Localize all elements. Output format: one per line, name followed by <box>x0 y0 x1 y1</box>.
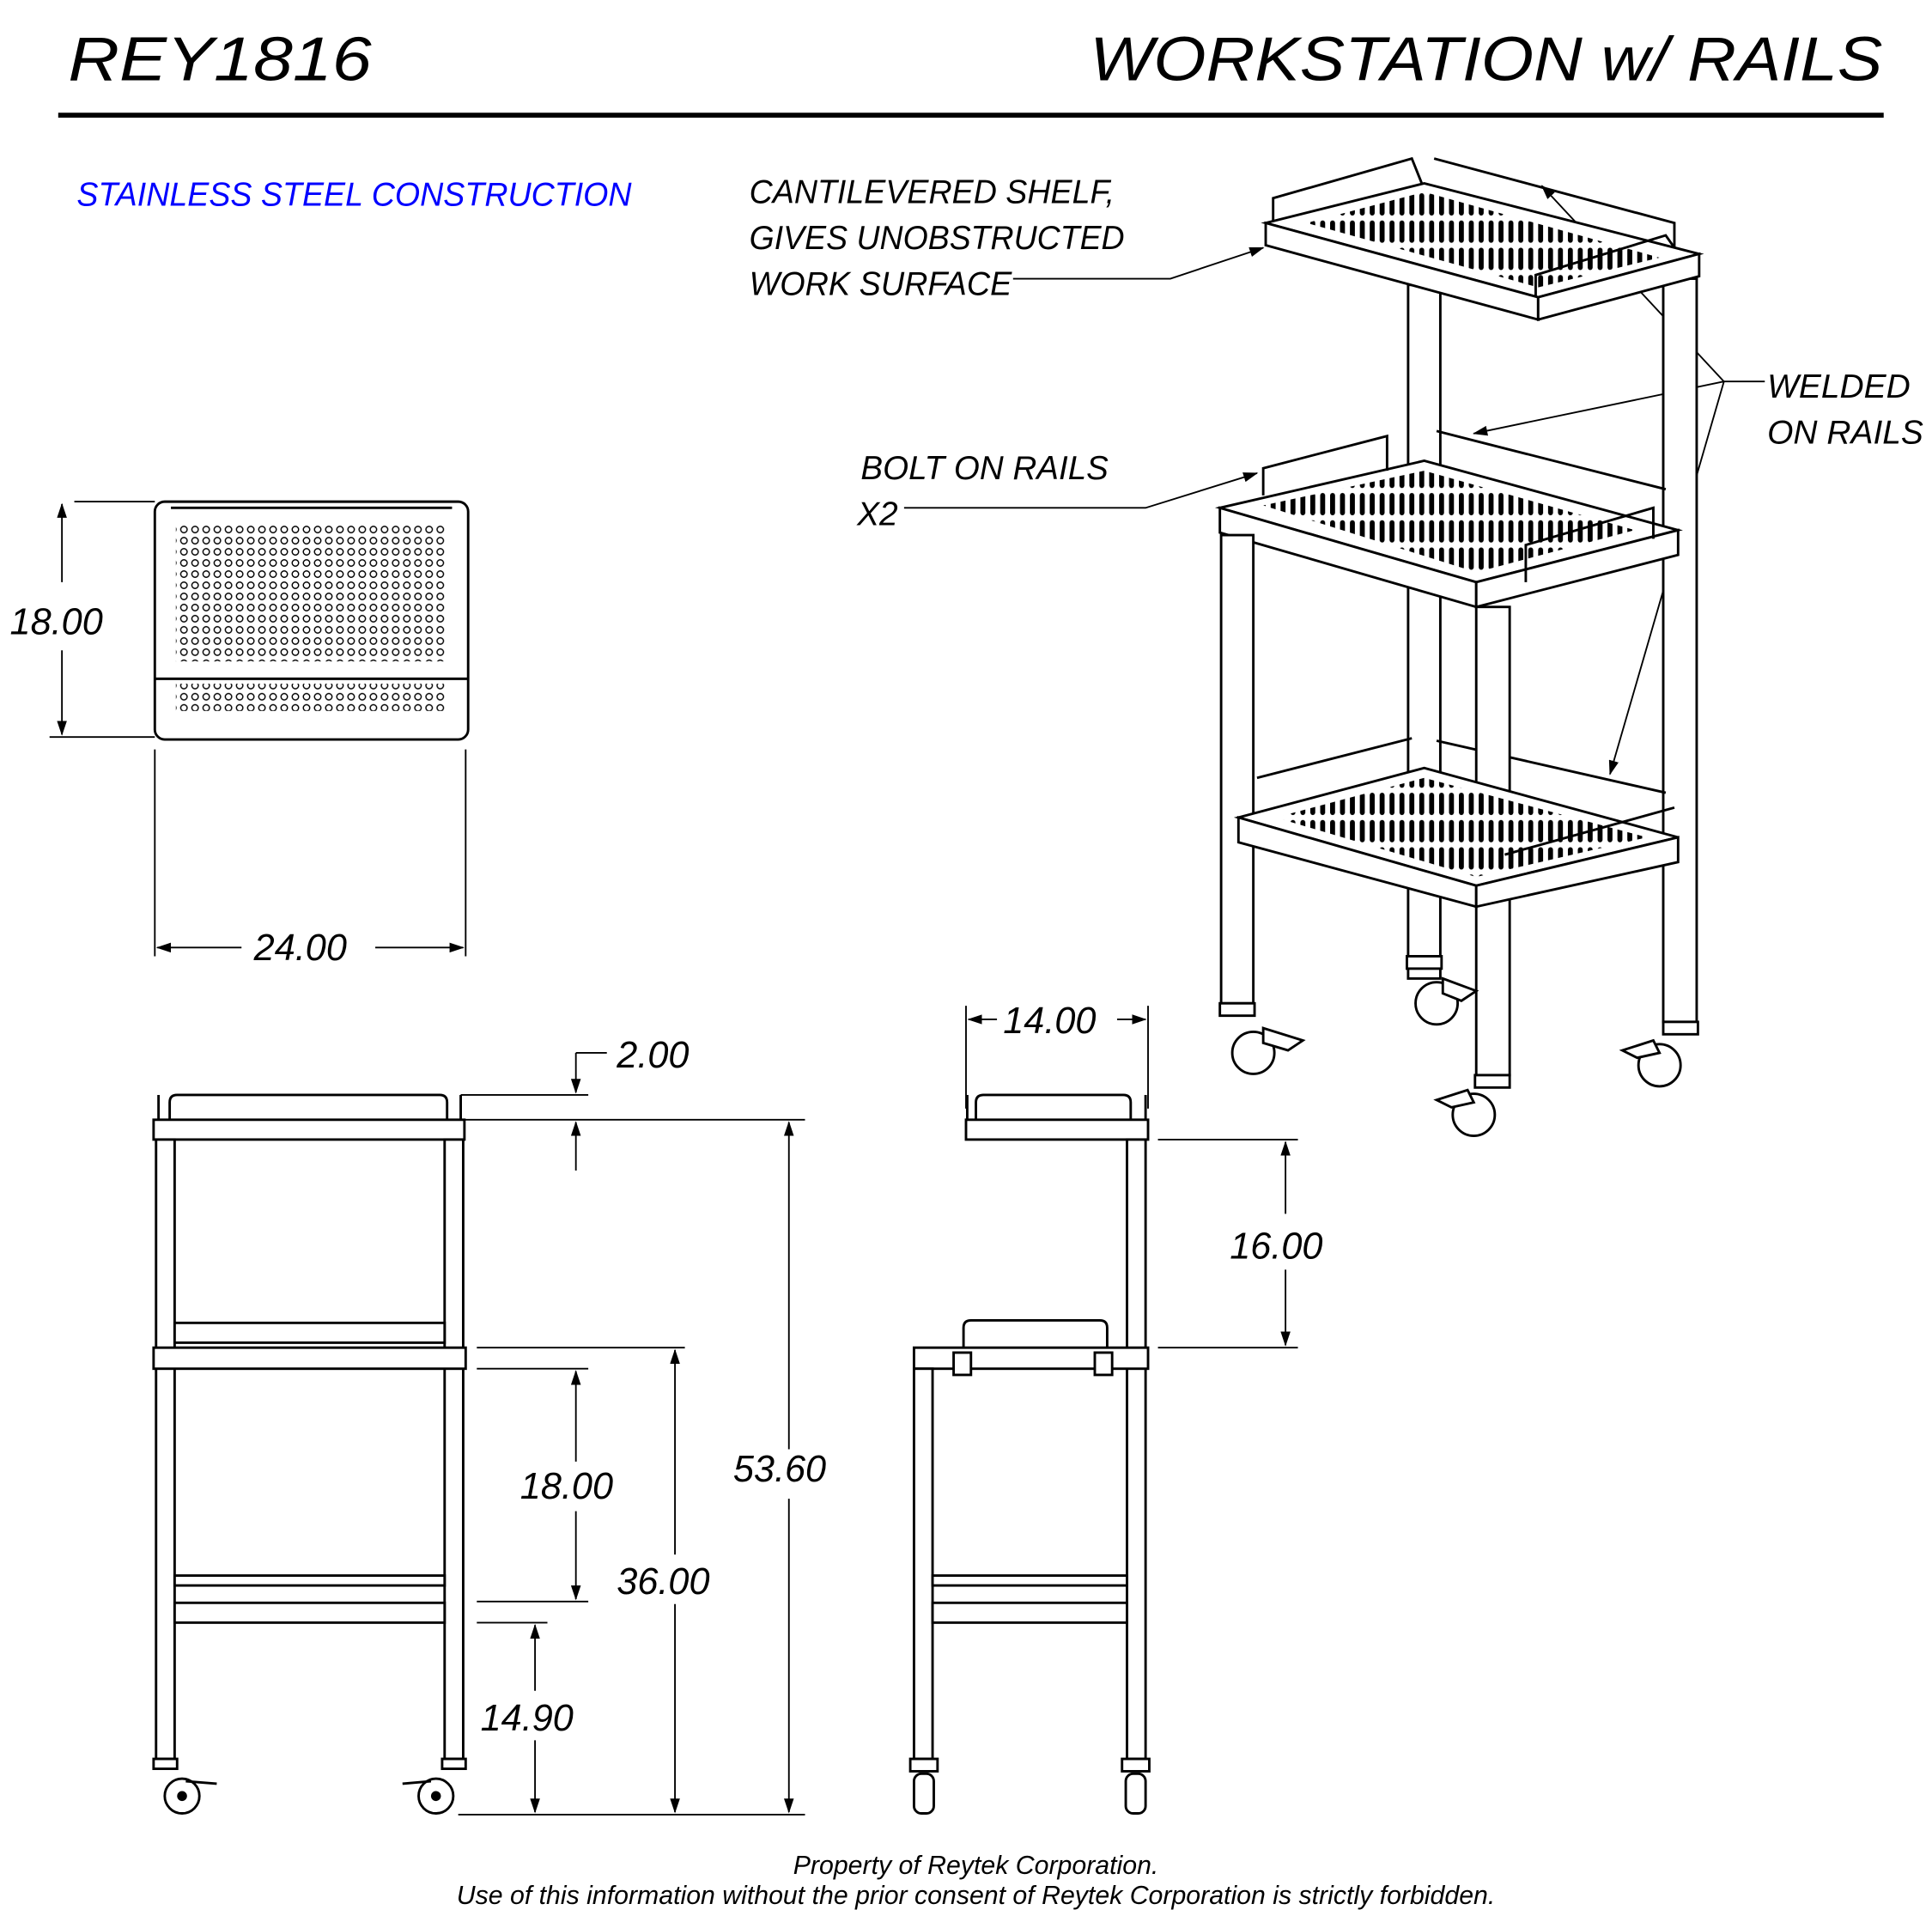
callout-line: X2 <box>856 496 898 533</box>
dim-top-depth: 18.00 <box>10 601 103 642</box>
footer-property: Property of Reytek Corporation. <box>793 1852 1159 1880</box>
callout-line: WORK SURFACE <box>750 265 1013 302</box>
callout-line: ON RAILS <box>1767 414 1923 451</box>
top-view: 18.00 24.00 <box>10 500 470 969</box>
callout-line: GIVES UNOBSTRUCTED <box>750 220 1125 257</box>
callout-line: CANTILEVERED SHELF, <box>750 174 1115 211</box>
dim-upper-spacing: 16.00 <box>1230 1226 1322 1267</box>
caster <box>152 1757 217 1815</box>
front-view: 2.00 53.60 36.00 18.00 14.90 <box>152 1035 826 1816</box>
callout-line: BOLT ON RAILS <box>860 450 1108 487</box>
isometric-view <box>1214 156 1704 1138</box>
callout-bolt-on-rails: BOLT ON RAILS X2 <box>856 450 1259 533</box>
dim-bottom-shelf-height: 14.90 <box>481 1698 574 1739</box>
footer-disclaimer: Use of this information without the prio… <box>457 1882 1496 1910</box>
callout-welded-on-rails: WELDED ON RAILS <box>1472 185 1923 776</box>
dim-shelf-spacing: 18.00 <box>520 1466 613 1507</box>
caster <box>402 1757 467 1815</box>
caster <box>1218 1001 1306 1075</box>
side-view: 14.00 16.00 <box>908 1001 1322 1815</box>
dim-rail-height: 2.00 <box>616 1035 689 1076</box>
dim-mid-shelf-height: 36.00 <box>617 1561 709 1603</box>
dim-side-depth: 14.00 <box>1003 1001 1096 1042</box>
drawing-title: WORKSTATION w/ RAILS <box>1090 26 1882 94</box>
callout-cantilevered-shelf: CANTILEVERED SHELF, GIVES UNOBSTRUCTED W… <box>750 174 1265 302</box>
callout-line: WELDED <box>1767 368 1911 405</box>
caster <box>1619 1020 1699 1088</box>
caster <box>1406 955 1479 1026</box>
caster <box>1433 1074 1511 1138</box>
dim-overall-height: 53.60 <box>733 1449 826 1490</box>
dim-top-width: 24.00 <box>253 928 347 969</box>
caster <box>908 1757 939 1815</box>
caster <box>1121 1757 1151 1815</box>
material-note: STAINLESS STEEL CONSTRUCTION <box>76 176 632 213</box>
part-number: REY1816 <box>68 26 372 94</box>
